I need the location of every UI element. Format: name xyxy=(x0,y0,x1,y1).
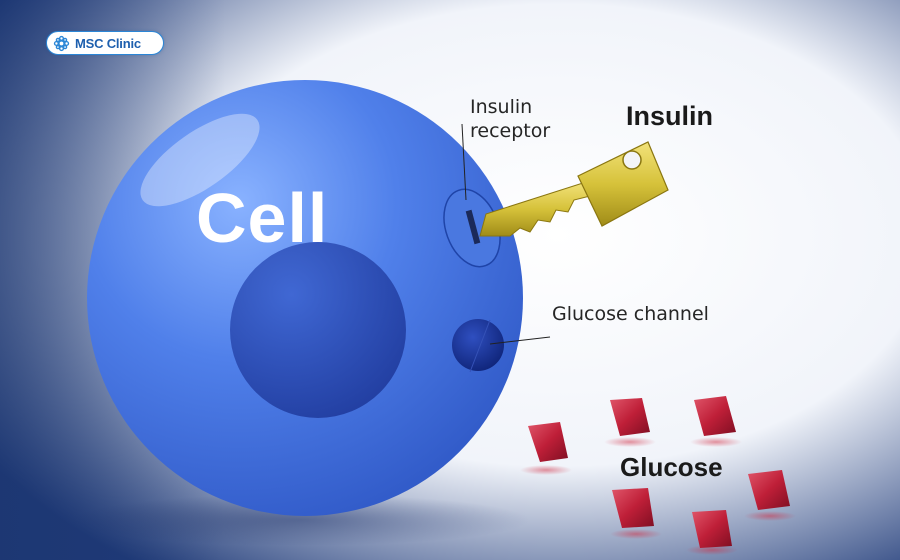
glucose-channel xyxy=(452,319,504,371)
glucose-label: Glucose xyxy=(620,452,723,482)
glucose-molecule xyxy=(604,398,656,447)
insulin-label: Insulin xyxy=(626,101,713,131)
cell-nucleus xyxy=(230,242,406,418)
cell-shadow xyxy=(70,494,530,546)
cell-label: Cell xyxy=(196,179,329,257)
logo-text: MSC Clinic xyxy=(75,35,141,51)
channel-divider xyxy=(469,319,491,373)
glucose-molecule xyxy=(520,422,572,475)
glucose-molecule xyxy=(690,396,742,447)
insulin-receptor-label-line1: Insulin xyxy=(470,96,533,118)
glucose-molecules xyxy=(520,396,796,555)
glucose-molecule xyxy=(610,488,662,539)
receptor-slot xyxy=(465,209,481,245)
channel-pointer-line xyxy=(489,336,551,345)
flower-icon xyxy=(53,35,70,51)
receptor-pointer-line xyxy=(461,123,467,201)
glucose-molecule xyxy=(686,510,738,555)
insulin-receptor-label-line2: receptor xyxy=(470,120,551,142)
insulin-key xyxy=(479,141,669,237)
glucose-channel-label: Glucose channel xyxy=(552,303,709,325)
cell-highlight xyxy=(140,113,260,207)
msc-clinic-logo: MSC Clinic xyxy=(46,31,164,55)
glucose-molecule xyxy=(744,470,796,521)
